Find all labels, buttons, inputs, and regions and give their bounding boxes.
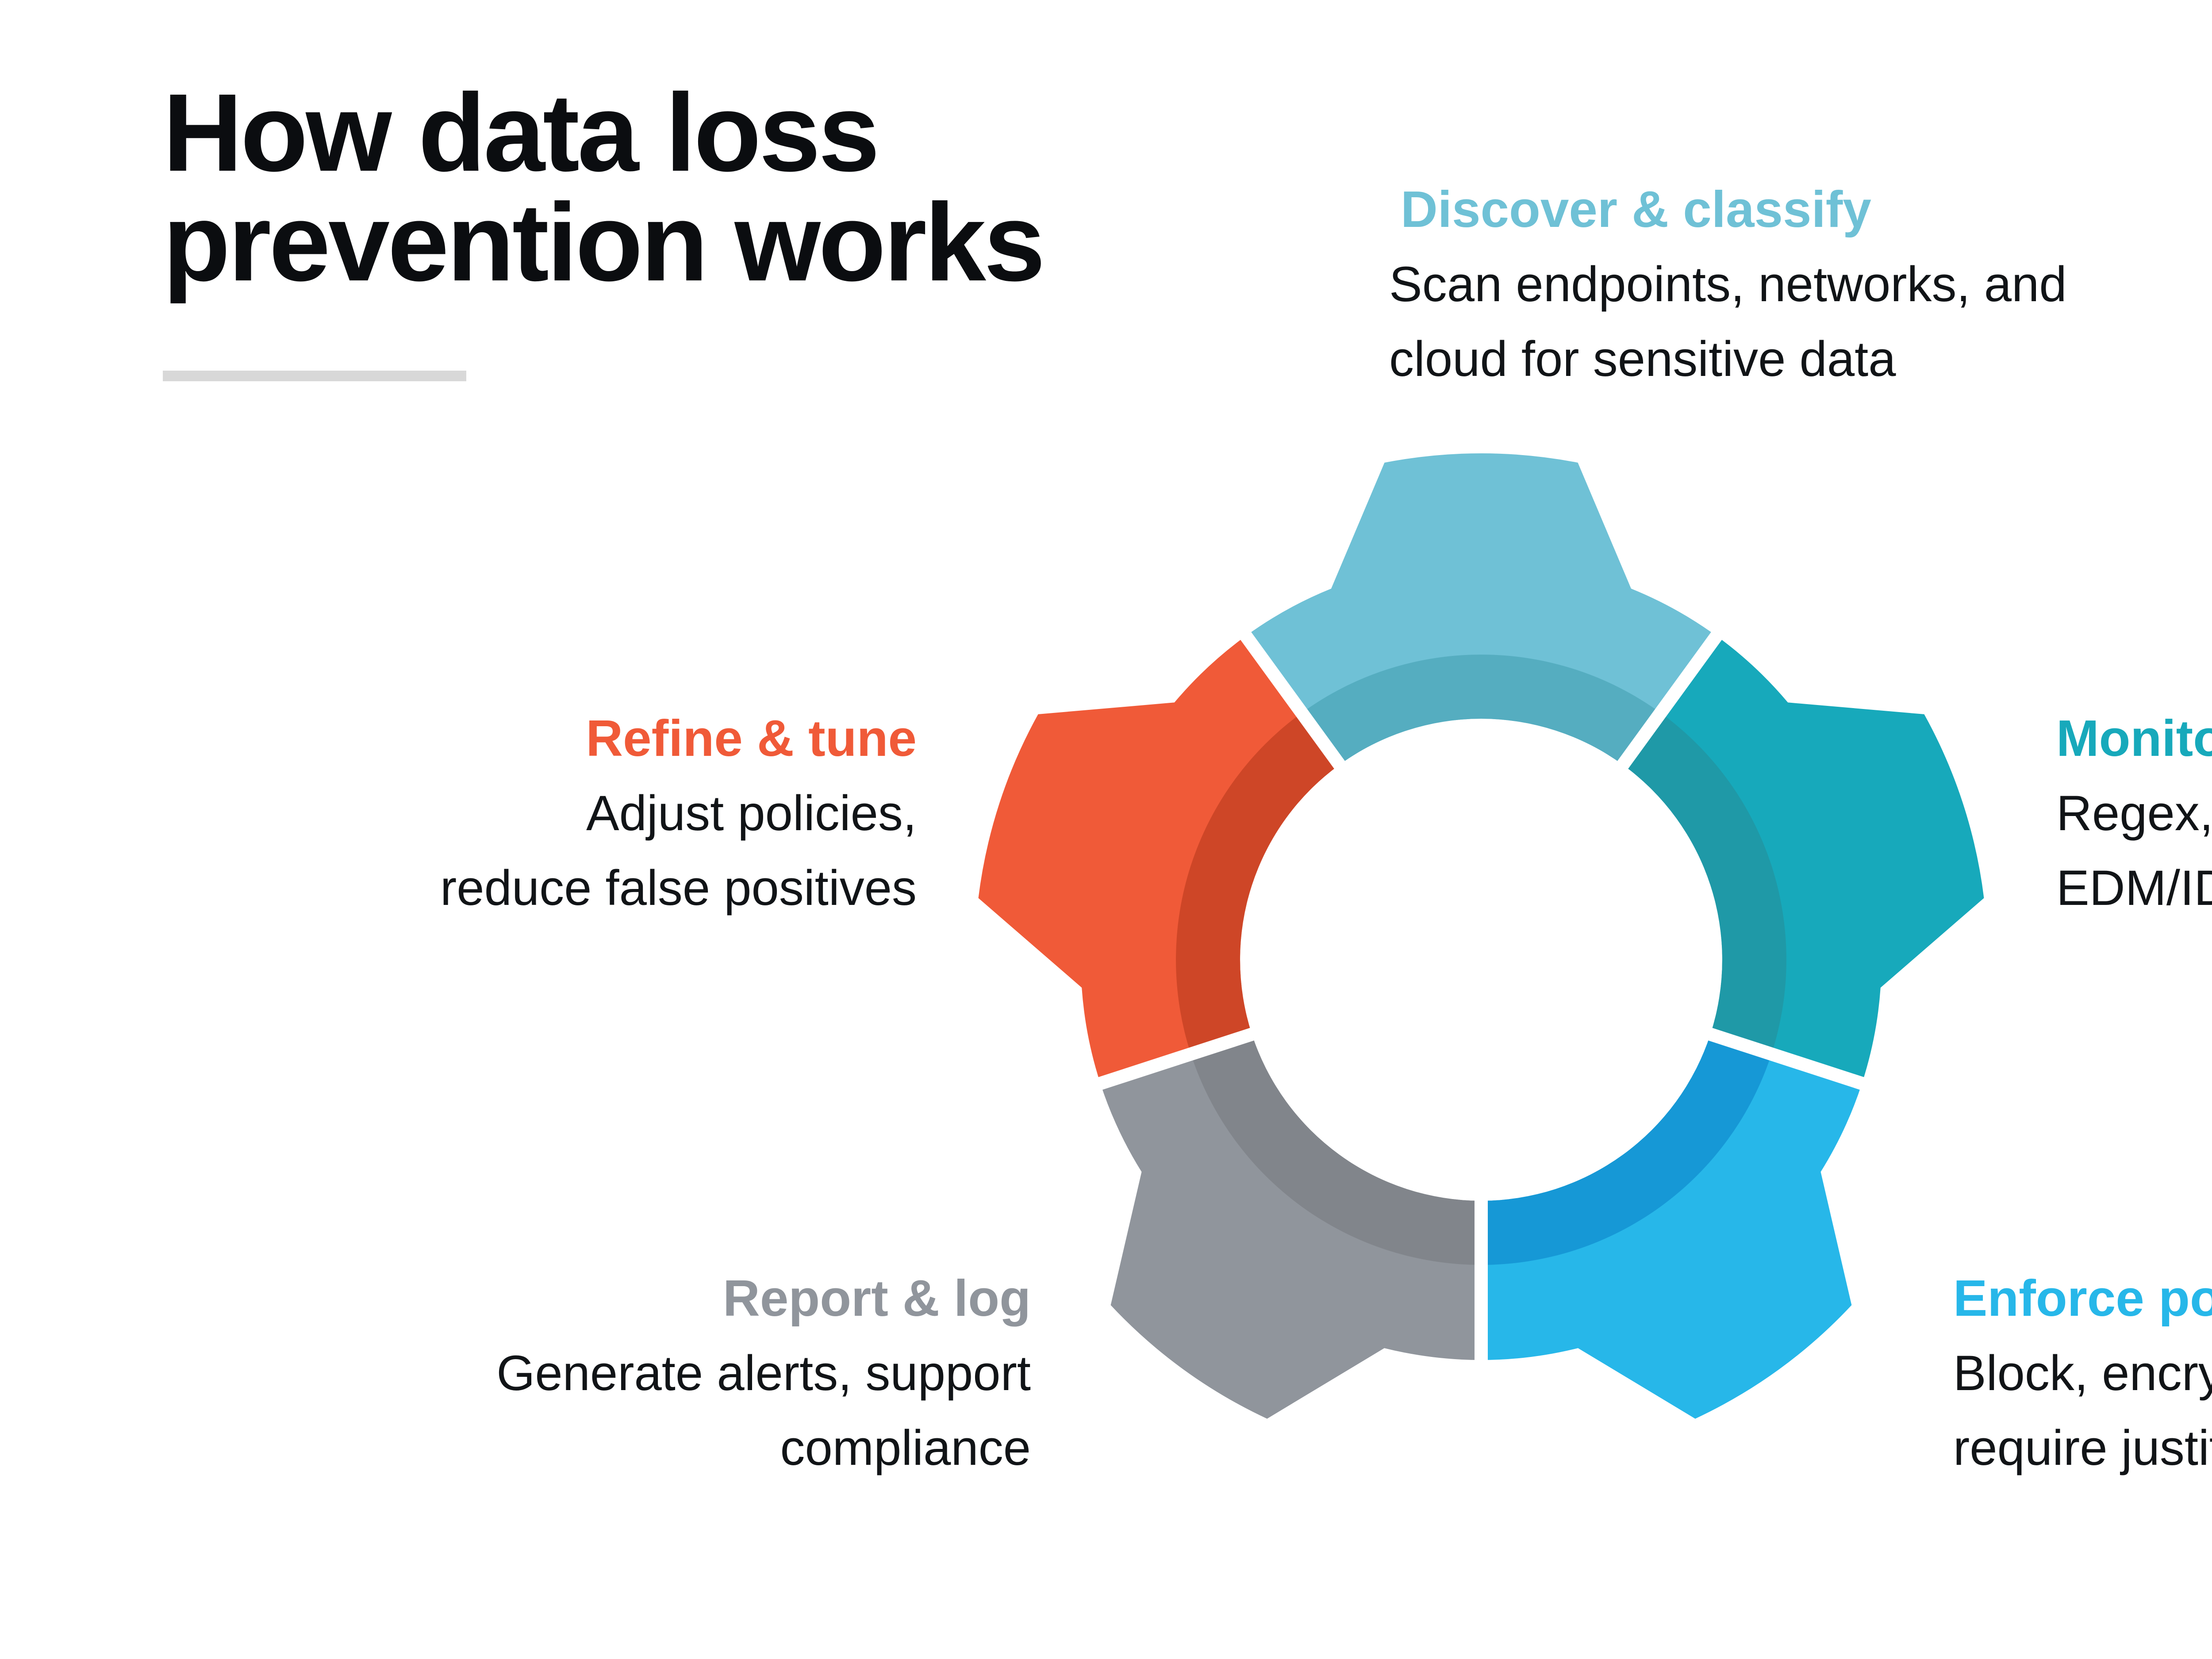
step-label: Report & log (723, 1269, 1031, 1327)
title-underline-rule (163, 371, 466, 381)
step-description-line: EDM/IDM, OCR, ML (2056, 860, 2212, 916)
step-description-line: require justification (1953, 1420, 2212, 1475)
page-title-line-1: How data loss (163, 71, 880, 194)
gear-segment-refine-inner-shadow (1176, 713, 1340, 1054)
gear-segment-report-inner-shadow (1190, 1034, 1481, 1265)
step-description-line: Scan endpoints, networks, and (1389, 257, 2067, 312)
gear-segment-monitor (1623, 636, 1984, 1084)
gear-segment-divider (1219, 603, 1375, 810)
step-description: Regex, checksums, EDM/IDM, OCR, ML (2056, 776, 2212, 925)
step-report-log: Report & log Generate alerts, support co… (496, 1261, 1031, 1485)
step-description-line: reduce false positives (440, 860, 917, 916)
step-label: Enforce policy (1953, 1269, 2212, 1327)
gear-segment-refine (978, 636, 1340, 1084)
step-refine-tune: Refine & tune Adjust policies, reduce fa… (440, 701, 917, 925)
step-description-line: cloud for sensitive data (1389, 331, 1896, 387)
gear-segment-monitor-inner-shadow (1623, 713, 1786, 1054)
step-description-line: Generate alerts, support (496, 1345, 1031, 1401)
step-description-line: Regex, checksums, (2056, 785, 2212, 841)
step-monitor-inspect: Monitor & inspect Regex, checksums, EDM/… (2056, 701, 2212, 925)
gear-segment-report (1100, 1034, 1481, 1419)
step-enforce-policy: Enforce policy Block, encrypt, quarantin… (1953, 1261, 2212, 1485)
gear-segment-divider (1587, 603, 1743, 810)
gear-segment-divider (1064, 1012, 1302, 1101)
step-description-line: Block, encrypt, quarantine, (1953, 1345, 2212, 1401)
gear-segment-enforce-inner-shadow (1481, 1034, 1772, 1265)
page-title-line-2: prevention works (163, 180, 1045, 304)
gear-segment-discover-inner-shadow (1302, 655, 1661, 765)
step-label: Monitor & inspect (2056, 709, 2212, 767)
page-title: How data loss prevention works (163, 71, 1045, 304)
step-description: Generate alerts, support compliance (496, 1336, 1031, 1485)
step-description-line: compliance (780, 1420, 1031, 1475)
step-discover-classify: Discover & classify Scan endpoints, netw… (1389, 172, 2067, 396)
step-description-line: Adjust policies, (586, 785, 917, 841)
step-description: Adjust policies, reduce false positives (440, 776, 917, 925)
step-description: Block, encrypt, quarantine, require just… (1953, 1336, 2212, 1485)
step-label: Discover & classify (1401, 180, 1871, 238)
gear-segment-enforce (1481, 1034, 1862, 1419)
gear-segment-divider (1660, 1012, 1898, 1101)
step-description: Scan endpoints, networks, and cloud for … (1389, 247, 2067, 396)
step-label: Refine & tune (586, 709, 917, 767)
